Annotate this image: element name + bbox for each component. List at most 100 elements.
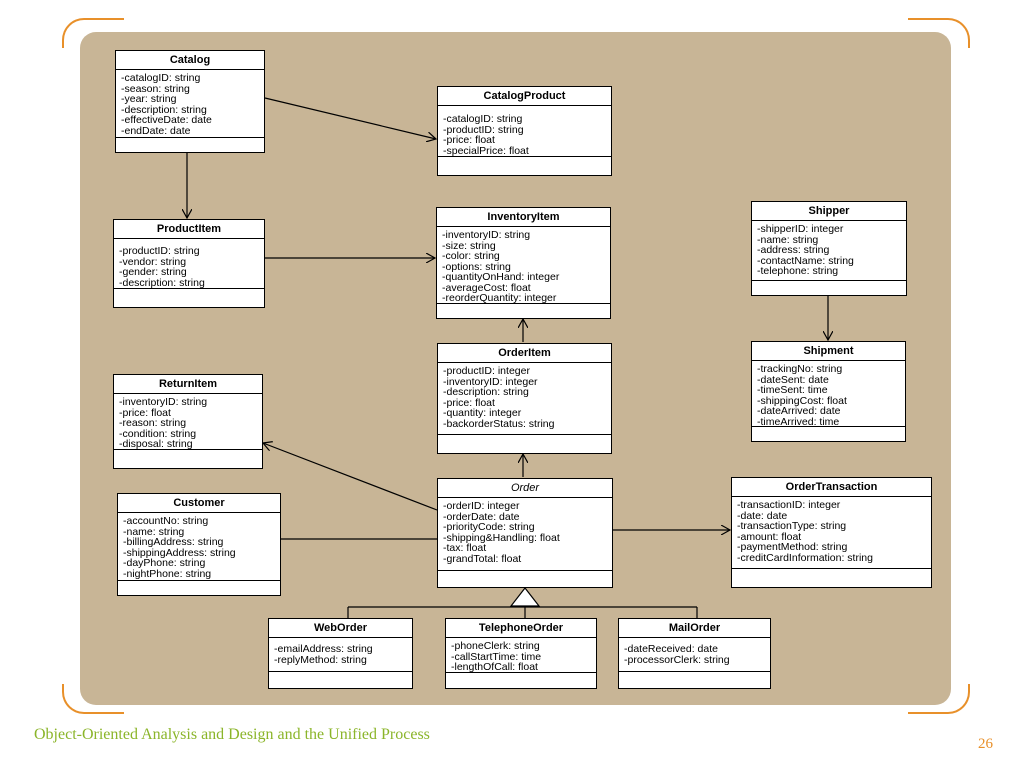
attribute: -contactName: string xyxy=(757,254,854,267)
class-name: Shipment xyxy=(752,342,905,361)
attribute-list: -productID: integer -inventoryID: intege… xyxy=(438,363,611,435)
operations-compartment xyxy=(446,673,596,688)
corner-bracket-top-left xyxy=(62,18,124,48)
attribute: -averageCost: float xyxy=(442,281,531,294)
operations-compartment xyxy=(438,157,611,175)
attribute-list: -dateReceived: date -processorClerk: str… xyxy=(619,638,770,672)
corner-bracket-top-right xyxy=(908,18,970,48)
operations-compartment xyxy=(752,281,906,295)
class-shipper: Shipper -shipperID: integer -name: strin… xyxy=(751,201,907,296)
corner-bracket-bottom-left xyxy=(62,684,124,714)
attribute: -date: date xyxy=(737,509,788,522)
attribute: -timeSent: time xyxy=(757,384,828,396)
attribute-list: -shipperID: integer -name: string -addre… xyxy=(752,221,906,281)
attribute: -paymentMethod: string xyxy=(737,541,848,553)
attribute: -dateArrived: date xyxy=(757,405,841,417)
class-telephoneorder: TelephoneOrder -phoneClerk: string -call… xyxy=(445,618,597,689)
class-ordertransaction: OrderTransaction -transactionID: integer… xyxy=(731,477,932,588)
class-orderitem: OrderItem -productID: integer -inventory… xyxy=(437,343,612,454)
attribute-list: -inventoryID: string -price: float -reas… xyxy=(114,394,262,450)
attribute-list: -trackingNo: string -dateSent: date -tim… xyxy=(752,361,905,427)
class-returnitem: ReturnItem -inventoryID: string -price: … xyxy=(113,374,263,469)
operations-compartment xyxy=(116,138,264,152)
attribute: -telephone: string xyxy=(757,265,839,277)
class-name: TelephoneOrder xyxy=(446,619,596,638)
class-shipment: Shipment -trackingNo: string -dateSent: … xyxy=(751,341,906,442)
attribute-list: -productID: string -vendor: string -gend… xyxy=(114,239,264,289)
operations-compartment xyxy=(269,672,412,688)
attribute: -tax: float xyxy=(443,542,487,554)
class-catalog: Catalog -catalogID: string -season: stri… xyxy=(115,50,265,153)
operations-compartment xyxy=(114,289,264,307)
operations-compartment xyxy=(438,571,612,587)
operations-compartment xyxy=(438,435,611,453)
attribute: -transactionID: integer xyxy=(737,499,841,511)
operations-compartment xyxy=(114,450,262,468)
attribute: -shippingCost: float xyxy=(757,394,847,407)
attribute: -inventoryID: string xyxy=(442,229,531,241)
class-weborder: WebOrder -emailAddress: string -replyMet… xyxy=(268,618,413,689)
attribute: -condition: string xyxy=(119,427,197,440)
class-name: Order xyxy=(438,479,612,498)
class-name: MailOrder xyxy=(619,619,770,638)
attribute-list: -accountNo: string -name: string -billin… xyxy=(118,513,280,581)
attribute: -creditCardInformation: string xyxy=(737,551,873,564)
class-name: OrderItem xyxy=(438,344,611,363)
attribute: -amount: float xyxy=(737,530,802,543)
attribute: -backorderStatus: string xyxy=(443,417,555,430)
attribute: -color: string xyxy=(442,250,500,262)
attribute-list: -inventoryID: string -size: string -colo… xyxy=(437,227,610,304)
operations-compartment xyxy=(619,672,770,688)
attribute: -timeArrived: time xyxy=(757,415,840,427)
attribute: -catalogID: string xyxy=(443,113,523,125)
attribute: -address: string xyxy=(757,244,830,256)
class-name: ReturnItem xyxy=(114,375,262,394)
page-number: 26 xyxy=(978,736,993,752)
attribute: -productID: string xyxy=(443,123,524,136)
attribute: -dayPhone: string xyxy=(123,557,206,569)
attribute: -trackingNo: string xyxy=(757,363,843,375)
attribute: -billingAddress: string xyxy=(123,536,224,548)
attribute-list: -emailAddress: string -replyMethod: stri… xyxy=(269,638,412,672)
attribute: -name: string xyxy=(123,525,185,538)
attribute: -quantity: integer xyxy=(443,407,522,419)
attribute: -price: float xyxy=(119,406,171,419)
attribute: -shippingAddress: string xyxy=(123,546,236,559)
class-order: Order -orderID: integer -orderDate: date… xyxy=(437,478,613,588)
attribute: -disposal: string xyxy=(119,438,193,450)
attribute: -productID: integer xyxy=(443,365,530,377)
attribute: -productID: string xyxy=(119,245,200,257)
attribute: -description: string xyxy=(119,276,205,289)
attribute: -quantityOnHand: integer xyxy=(442,271,560,283)
attribute: -orderDate: date xyxy=(443,510,520,523)
class-name: WebOrder xyxy=(269,619,412,638)
operations-compartment xyxy=(437,304,610,318)
attribute: -catalogID: string xyxy=(121,72,201,84)
attribute: -transactionType: string xyxy=(737,520,847,532)
attribute-list: -catalogID: string -productID: string -p… xyxy=(438,106,611,157)
attribute-list: -transactionID: integer -date: date -tra… xyxy=(732,497,931,569)
attribute: -year: string xyxy=(121,93,177,105)
attribute: -grandTotal: float xyxy=(443,552,522,565)
attribute: -name: string xyxy=(757,233,819,246)
attribute: -vendor: string xyxy=(119,255,187,268)
attribute: -lengthOfCall: float xyxy=(451,661,538,673)
attribute: -replyMethod: string xyxy=(274,653,367,666)
attribute: -description: string xyxy=(443,386,529,398)
operations-compartment xyxy=(752,427,905,441)
attribute: -reorderQuantity: integer xyxy=(442,292,557,304)
attribute: -dateReceived: date xyxy=(624,643,718,655)
attribute: -specialPrice: float xyxy=(443,144,529,157)
attribute: -callStartTime: time xyxy=(451,650,542,663)
attribute: -description: string xyxy=(121,103,207,116)
attribute: -effectiveDate: date xyxy=(121,114,212,126)
attribute: -options: string xyxy=(442,260,511,273)
class-name: InventoryItem xyxy=(437,208,610,227)
footer-title: Object-Oriented Analysis and Design and … xyxy=(34,726,430,743)
attribute: -price: float xyxy=(443,134,495,146)
attribute: -size: string xyxy=(442,239,496,252)
class-name: Customer xyxy=(118,494,280,513)
class-name: OrderTransaction xyxy=(732,478,931,497)
class-productitem: ProductItem -productID: string -vendor: … xyxy=(113,219,265,308)
class-inventoryitem: InventoryItem -inventoryID: string -size… xyxy=(436,207,611,319)
